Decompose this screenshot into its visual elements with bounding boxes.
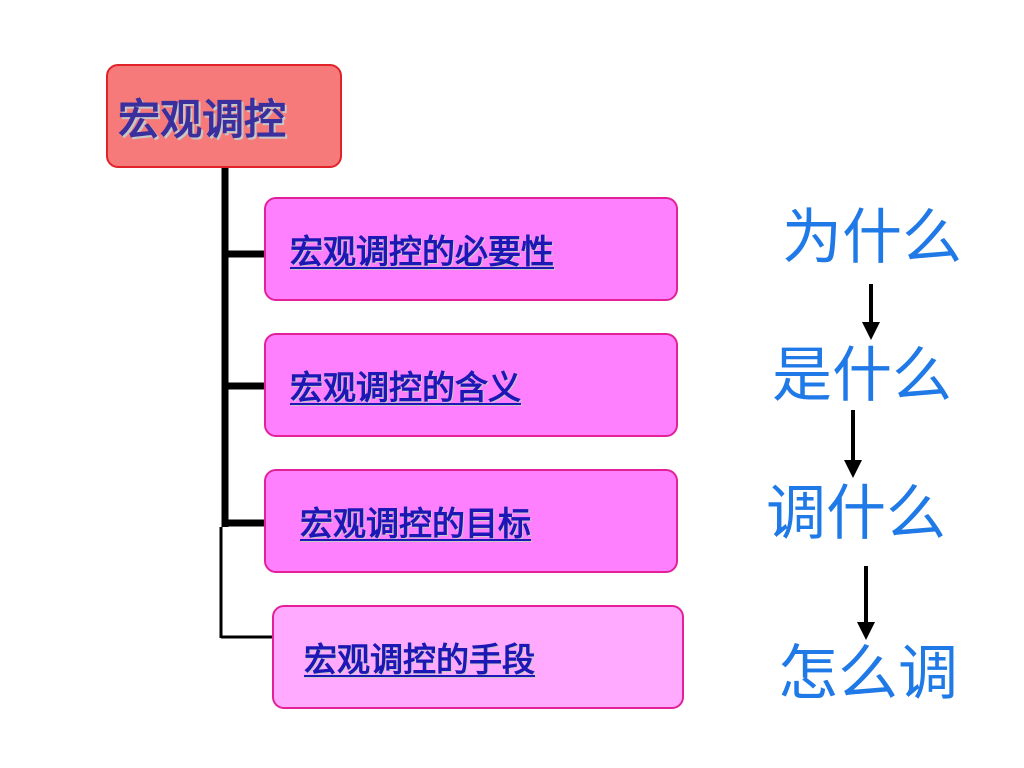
root-node: 宏观调控 <box>106 64 342 168</box>
branch-link-necessity[interactable]: 宏观调控的必要性 <box>290 232 554 271</box>
branch-node-goals: 宏观调控的目标 <box>264 469 678 573</box>
branch-node-necessity: 宏观调控的必要性 <box>264 197 678 301</box>
arrow-3 <box>857 566 875 640</box>
branch-link-goals[interactable]: 宏观调控的目标 <box>300 504 531 543</box>
question-adjust-what: 调什么 <box>766 479 946 549</box>
branch-node-meaning: 宏观调控的含义 <box>264 333 678 437</box>
root-title: 宏观调控 <box>118 94 287 144</box>
arrow-1 <box>862 284 880 340</box>
branch-node-means: 宏观调控的手段 <box>272 605 684 709</box>
question-why: 为什么 <box>782 203 962 273</box>
arrow-2 <box>844 410 862 478</box>
question-how: 怎么调 <box>778 639 958 709</box>
question-what: 是什么 <box>772 341 952 411</box>
branch-link-meaning[interactable]: 宏观调控的含义 <box>290 368 521 407</box>
branch-link-means[interactable]: 宏观调控的手段 <box>304 640 535 679</box>
